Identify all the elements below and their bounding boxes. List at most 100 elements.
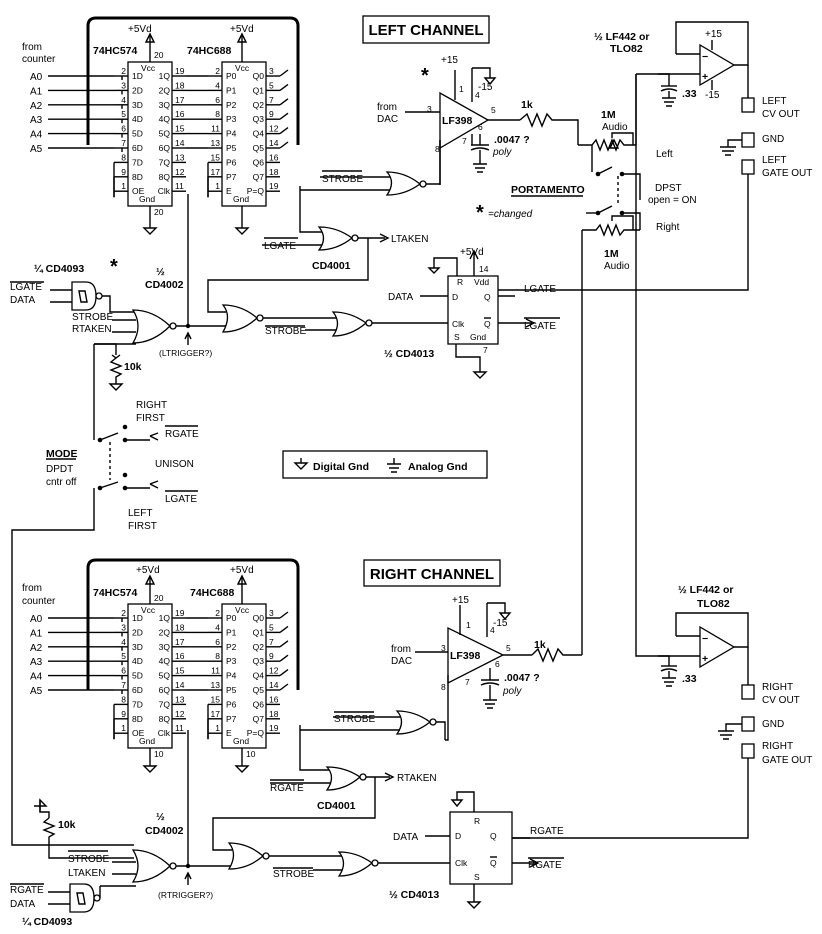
svg-text:CV OUT: CV OUT (762, 109, 800, 120)
svg-text:Left: Left (656, 149, 673, 160)
svg-text:RGATE: RGATE (270, 783, 304, 794)
svg-text:+15: +15 (441, 55, 458, 66)
left-574-pin-num-left: 2 (121, 66, 126, 76)
right-574-pin-label-right: 7Q (159, 699, 171, 709)
svg-text:from: from (391, 644, 411, 655)
svg-text:Gnd: Gnd (470, 332, 486, 342)
svg-text:DPDT: DPDT (46, 464, 73, 475)
left-outputs: LEFT CV OUT GND LEFT GATE OUT (498, 96, 812, 291)
left-688-pin-num-left: 1 (215, 181, 220, 191)
right-chip-enclosure (86, 558, 300, 690)
left-574-pin-num-left: 8 (121, 152, 126, 162)
left-1k-resistor: 1k (519, 99, 579, 145)
svg-text:Gnd: Gnd (139, 194, 155, 204)
left-574-pin-label-right: 3Q (159, 100, 171, 110)
svg-text:D: D (455, 831, 461, 841)
right-574-pin-num-right: 16 (175, 651, 185, 661)
right-688-pin-num-right: 16 (269, 694, 279, 704)
left-574-pin-label-left: 5D (132, 129, 143, 139)
left-688-pin-label-right: Q4 (253, 129, 265, 139)
right-574-pin-label-left: 3D (132, 642, 143, 652)
svg-text:74HC688: 74HC688 (190, 587, 235, 599)
right-74hc688: 74HC688 +5Vd Vcc Gnd 10 (190, 565, 267, 773)
svg-text:STROBE: STROBE (68, 854, 109, 865)
svg-text:*: * (421, 65, 429, 87)
svg-text:.33: .33 (682, 673, 697, 685)
svg-text:½: ½ (156, 266, 165, 278)
right-688-pin-num-right: 9 (269, 651, 274, 661)
left-574-pin-num-right: 13 (175, 152, 185, 162)
svg-text:RTAKEN: RTAKEN (72, 324, 112, 335)
svg-text:LEFT: LEFT (762, 96, 786, 107)
left-688-pin-label-right: Q0 (253, 71, 265, 81)
left-574-pin-num-right: 11 (175, 181, 184, 191)
svg-text:*: * (476, 202, 484, 224)
left-574-pin-num-right: 16 (175, 109, 185, 119)
svg-text:CD4002: CD4002 (145, 279, 184, 291)
left-688-pin-label-left: P3 (226, 114, 237, 124)
left-688-out-wire (279, 127, 289, 135)
left-574-pin-label-left: 3D (132, 100, 143, 110)
left-574-pin-num-left: 7 (121, 138, 126, 148)
left-688-pin-label-right: Q3 (253, 114, 265, 124)
left-688-out-wire (279, 98, 289, 106)
svg-text:(LTRIGGER?): (LTRIGGER?) (159, 348, 212, 358)
svg-text:8: 8 (435, 144, 440, 154)
svg-text:−: − (702, 51, 708, 63)
left-688-pin-label-left: P6 (226, 157, 237, 167)
right-688-pin-num-left: 17 (211, 709, 221, 719)
right-574-pin-label-right: 8Q (159, 714, 171, 724)
svg-text:STROBE: STROBE (334, 714, 375, 725)
right-688-pin-label-left: P7 (226, 714, 237, 724)
left-688-pin-num-left: 4 (215, 80, 220, 90)
left-574-pin-num-right: 12 (175, 167, 185, 177)
svg-text:LEFT: LEFT (762, 155, 786, 166)
left-574-pin-label-left: 4D (132, 114, 143, 124)
left-nor-chain: STROBE (221, 304, 448, 337)
right-574-pin-label-right: 4Q (159, 656, 171, 666)
left-574-pin-num-left: 1 (121, 181, 126, 191)
right-574-pin-num-right: 19 (175, 608, 185, 618)
svg-text:from: from (22, 583, 42, 594)
left-from-counter-label: from counter (22, 42, 56, 65)
right-address-label: A0 (30, 614, 43, 625)
svg-text:Vdd: Vdd (474, 277, 489, 287)
right-688-pin-num-right: 7 (269, 637, 274, 647)
svg-text:¼ CD4093: ¼ CD4093 (34, 263, 84, 275)
svg-text:½ LF442 or: ½ LF442 or (678, 584, 733, 596)
right-574-pin-label-left: 8D (132, 714, 143, 724)
svg-text:.33: .33 (682, 88, 697, 100)
left-574-pin-label-left: 1D (132, 71, 143, 81)
right-rtaken-nor: RGATE RTAKEN CD4001 (212, 766, 437, 851)
left-688-pin-num-right: 19 (269, 181, 279, 191)
right-688-pin-label-right: Q2 (253, 642, 265, 652)
svg-text:4: 4 (490, 625, 495, 635)
left-address-label: A2 (30, 101, 43, 112)
svg-text:Right: Right (656, 222, 680, 233)
svg-text:GATE OUT: GATE OUT (762, 755, 812, 766)
left-ltaken-nor: LGATE LTAKEN CD4001 (207, 226, 428, 313)
svg-text:Analog Gnd: Analog Gnd (408, 461, 468, 473)
left-688-pin-label-left: P4 (226, 129, 237, 139)
svg-text:poly: poly (502, 686, 522, 697)
svg-text:20: 20 (154, 207, 164, 217)
right-from-counter-label: from counter (22, 583, 56, 607)
svg-text:RIGHT: RIGHT (136, 400, 167, 411)
left-574-pin-label-right: 7Q (159, 157, 171, 167)
svg-text:+5Vd: +5Vd (136, 565, 160, 576)
left-opamp: ½ LF442 or TLO82 − + +15 -15 .33 (594, 21, 749, 107)
left-688-pin-num-right: 9 (269, 109, 274, 119)
left-hold-capacitor: .0047 ? poly (470, 134, 530, 173)
left-574-pin-label-right: 2Q (159, 85, 171, 95)
left-688-pin-label-left: P0 (226, 71, 237, 81)
right-688-pin-label-right: Q0 (253, 613, 265, 623)
svg-text:Clk: Clk (455, 858, 468, 868)
svg-text:−: − (702, 633, 708, 645)
svg-text:½: ½ (156, 811, 165, 823)
svg-text:10: 10 (246, 749, 256, 759)
right-688-pin-label-left: P6 (226, 699, 237, 709)
right-688-pin-label-left: P5 (226, 685, 237, 695)
svg-text:LTAKEN: LTAKEN (391, 234, 428, 245)
svg-text:6: 6 (478, 122, 483, 132)
